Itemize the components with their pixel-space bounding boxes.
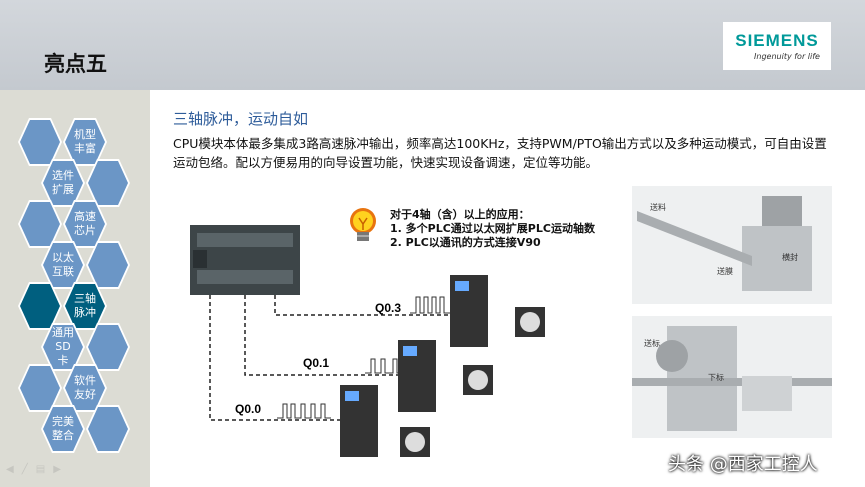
siemens-logo: SIEMENS Ingenuity for life [723,22,831,70]
prev-icon[interactable]: ◀ [6,464,22,475]
watermark: 头条 @西家工控人 [668,454,818,475]
hex-decor [86,323,130,371]
hex-label: 机型丰富 [65,120,105,164]
next-icon[interactable]: ▶ [53,464,69,475]
hex-decor [86,405,130,453]
hex-item-2[interactable]: 选件扩展 [41,159,85,207]
tip-title: 对于4轴（含）以上的应用： [390,208,530,221]
hex-label: 选件扩展 [43,161,83,205]
tip-item: 2. PLC以通讯的方式连接V90 [390,236,541,249]
pulse-trains [277,296,450,419]
machine-label: 送膜 [717,267,733,276]
section-heading: 三轴脉冲，运动自如 [173,110,309,128]
hex-label: 软件友好 [65,366,105,410]
lightbulb-icon [350,208,376,241]
hex-decor [18,118,62,166]
hex-item-3[interactable]: 高速芯片 [63,200,107,248]
sidebar: 机型丰富 选件扩展 高速芯片 以太互联 三轴脉冲 通用SD卡 软件友好 完美整合 [0,90,150,487]
hex-decor [86,159,130,207]
plc-cpu [190,225,300,295]
hex-item-1[interactable]: 机型丰富 [63,118,107,166]
signal-lines [209,295,455,421]
pen-icon[interactable]: ╱ [21,464,36,475]
hex-label: 以太互联 [43,243,83,287]
hex-label: 完美整合 [43,407,83,451]
v90-drive [398,340,436,412]
machine-label: 送料 [650,203,666,212]
servo-motor [400,427,430,457]
hex-label: 通用SD卡 [43,325,83,369]
hex-decor [18,200,62,248]
hex-decor [18,364,62,412]
hex-item-5[interactable]: 三轴脉冲 [63,282,107,330]
machine-label: 下标 [708,373,724,382]
page-title: 亮点五 [44,52,107,76]
labeling-machine-image: 送标 下标 [632,316,832,438]
hex-item-4[interactable]: 以太互联 [41,241,85,289]
hex-label: 三轴脉冲 [65,284,105,328]
output-label: Q0.0 [235,402,261,416]
tip-box: 对于4轴（含）以上的应用： 1. 多个PLC通过以太网扩展PLC运动轴数 2. … [390,208,595,250]
servo-motor [463,365,493,395]
logo-brand: SIEMENS [735,31,819,50]
tip-item: 1. 多个PLC通过以太网扩展PLC运动轴数 [390,222,595,235]
menu-icon[interactable]: ▤ [35,464,54,475]
packaging-machine-image: 送料 送膜 横封 [632,186,832,304]
slide-nav[interactable]: ◀╱▤▶ [6,464,69,475]
hex-label: 高速芯片 [65,202,105,246]
machine-label: 送标 [644,339,660,348]
output-label: Q0.3 [375,301,401,315]
pulse-diagram: Q0.3 Q0.1 Q0.0 [190,225,545,457]
v90-drive [450,275,488,347]
hex-decor [86,241,130,289]
machine-label: 横封 [782,253,798,262]
v90-drive [340,385,378,457]
hex-decor [18,282,62,330]
header: 亮点五 SIEMENS Ingenuity for life [0,0,865,90]
description: CPU模块本体最多集成3路高速脉冲输出，频率高达100KHz，支持PWM/PTO… [173,136,827,170]
hex-item-6[interactable]: 通用SD卡 [41,323,85,371]
servo-motor [515,307,545,337]
hex-item-8[interactable]: 完美整合 [41,405,85,453]
output-label: Q0.1 [303,356,329,370]
hex-item-7[interactable]: 软件友好 [63,364,107,412]
logo-tagline: Ingenuity for life [754,52,820,61]
